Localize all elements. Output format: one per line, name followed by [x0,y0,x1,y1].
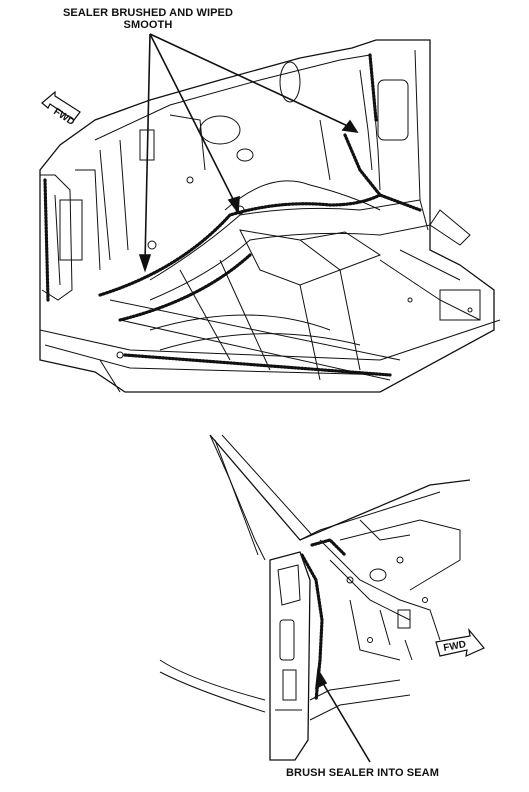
fwd-label-bottom: FWD [443,639,467,654]
floor-pan-illustration [39,39,501,393]
pillar-seam-illustration [159,434,471,761]
callout-brush-sealer-seam: BRUSH SEALER INTO SEAM [286,767,439,779]
sealer-bead-top [43,53,422,377]
leader-line-bottom [315,667,371,763]
callout-top-line1: SEALER BRUSHED AND WIPED [62,7,234,19]
callout-sealer-brushed: SEALER BRUSHED AND WIPED SMOOTH [58,7,238,31]
fwd-arrow-icon-top: FWD [41,90,81,128]
leader-lines-top [138,33,359,273]
callout-top-line2: SMOOTH [123,19,173,31]
fwd-arrow-icon-bottom: FWD [435,627,485,658]
